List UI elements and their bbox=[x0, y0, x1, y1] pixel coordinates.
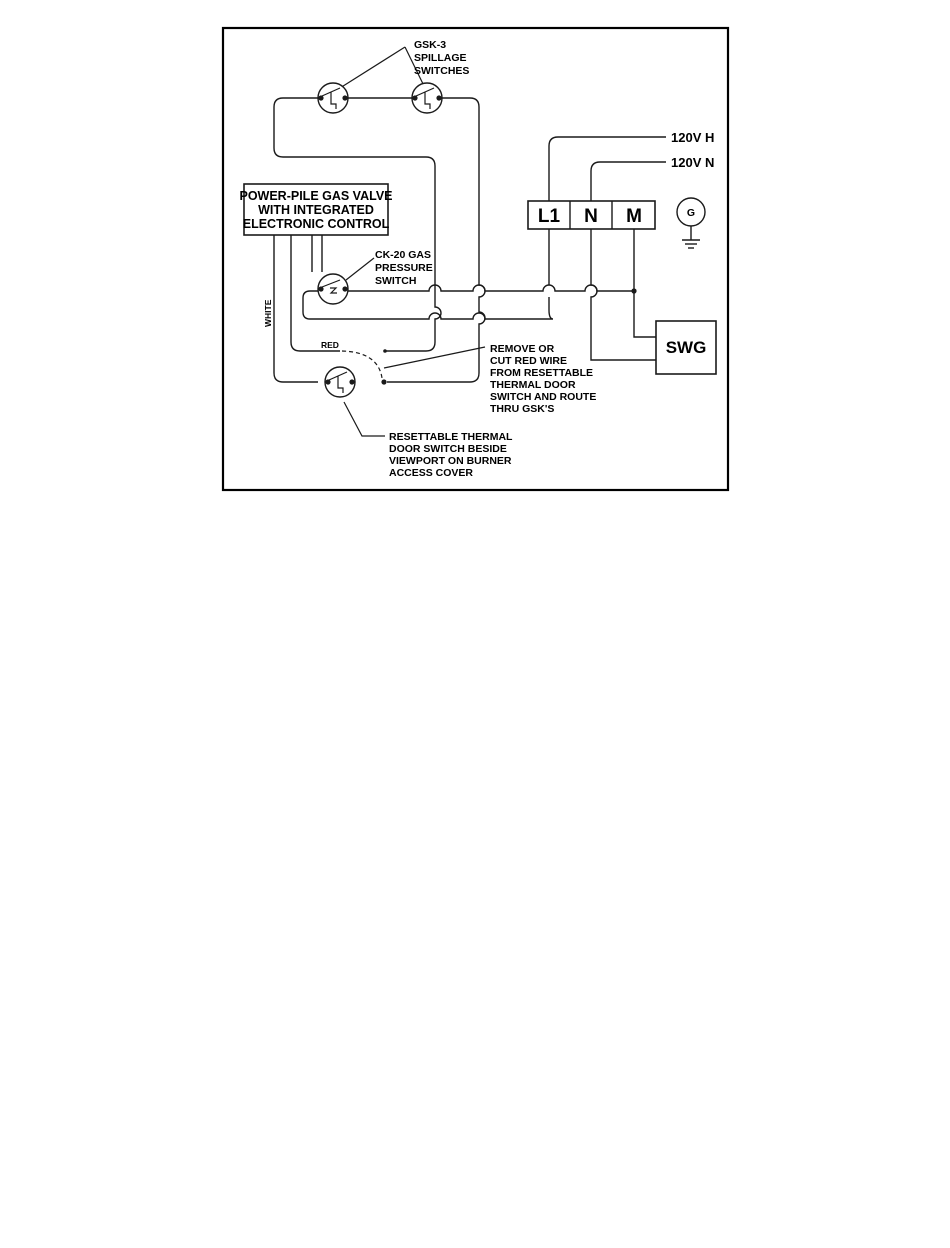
gas-valve-label-line1: POWER-PILE GAS VALVE bbox=[239, 189, 392, 203]
remove-label-line5: SWITCH AND ROUTE bbox=[490, 391, 596, 403]
supply-hot-label: 120V H bbox=[671, 130, 714, 145]
spillage-label: GSK-3 SPILLAGE SWITCHES bbox=[414, 39, 469, 77]
thermal-label-line4: ACCESS COVER bbox=[389, 467, 473, 479]
swg-box: SWG bbox=[656, 321, 716, 374]
remove-label-line1: REMOVE OR bbox=[490, 343, 555, 355]
remove-label-line2: CUT RED WIRE bbox=[490, 355, 567, 367]
gas-valve-label-line3: ELECTRONIC CONTROL bbox=[243, 217, 390, 231]
swg-label: SWG bbox=[666, 338, 707, 357]
wire-white-label: WHITE bbox=[263, 299, 273, 327]
terminal-m: M bbox=[626, 206, 642, 227]
thermal-label-line1: RESETTABLE THERMAL bbox=[389, 431, 513, 443]
pressure-label: CK-20 GAS PRESSURE SWITCH bbox=[375, 249, 433, 287]
terminal-l1: L1 bbox=[538, 206, 561, 227]
wire-red-label: RED bbox=[321, 340, 339, 350]
spillage-switch-right bbox=[412, 83, 442, 113]
spillage-label-line1: GSK-3 bbox=[414, 39, 446, 51]
spillage-label-line3: SWITCHES bbox=[414, 65, 469, 77]
terminal-block: L1 N M bbox=[528, 201, 655, 229]
gas-valve-label-line2: WITH INTEGRATED bbox=[258, 203, 374, 217]
spillage-label-line2: SPILLAGE bbox=[414, 52, 467, 64]
pressure-label-line2: PRESSURE bbox=[375, 262, 433, 274]
remove-label: REMOVE OR CUT RED WIRE FROM RESETTABLE T… bbox=[490, 343, 596, 415]
leader-lines bbox=[340, 47, 485, 436]
remove-label-line3: FROM RESETTABLE bbox=[490, 367, 593, 379]
gas-valve-box: POWER-PILE GAS VALVE WITH INTEGRATED ELE… bbox=[239, 184, 392, 235]
terminal-n: N bbox=[584, 206, 598, 227]
remove-label-line6: THRU GSK'S bbox=[490, 403, 554, 415]
pressure-label-line1: CK-20 GAS bbox=[375, 249, 431, 261]
ground-terminal: G bbox=[677, 198, 705, 226]
supply-neutral-label: 120V N bbox=[671, 155, 714, 170]
pressure-switch bbox=[318, 274, 348, 304]
thermal-door-switch bbox=[325, 367, 355, 397]
spillage-switch-left bbox=[318, 83, 348, 113]
ground-label: G bbox=[687, 207, 695, 219]
thermal-label-line2: DOOR SWITCH BESIDE bbox=[389, 443, 507, 455]
thermal-label: RESETTABLE THERMAL DOOR SWITCH BESIDE VI… bbox=[389, 431, 513, 479]
thermal-label-line3: VIEWPORT ON BURNER bbox=[389, 455, 512, 467]
remove-label-line4: THERMAL DOOR bbox=[490, 379, 576, 391]
pressure-label-line3: SWITCH bbox=[375, 275, 416, 287]
